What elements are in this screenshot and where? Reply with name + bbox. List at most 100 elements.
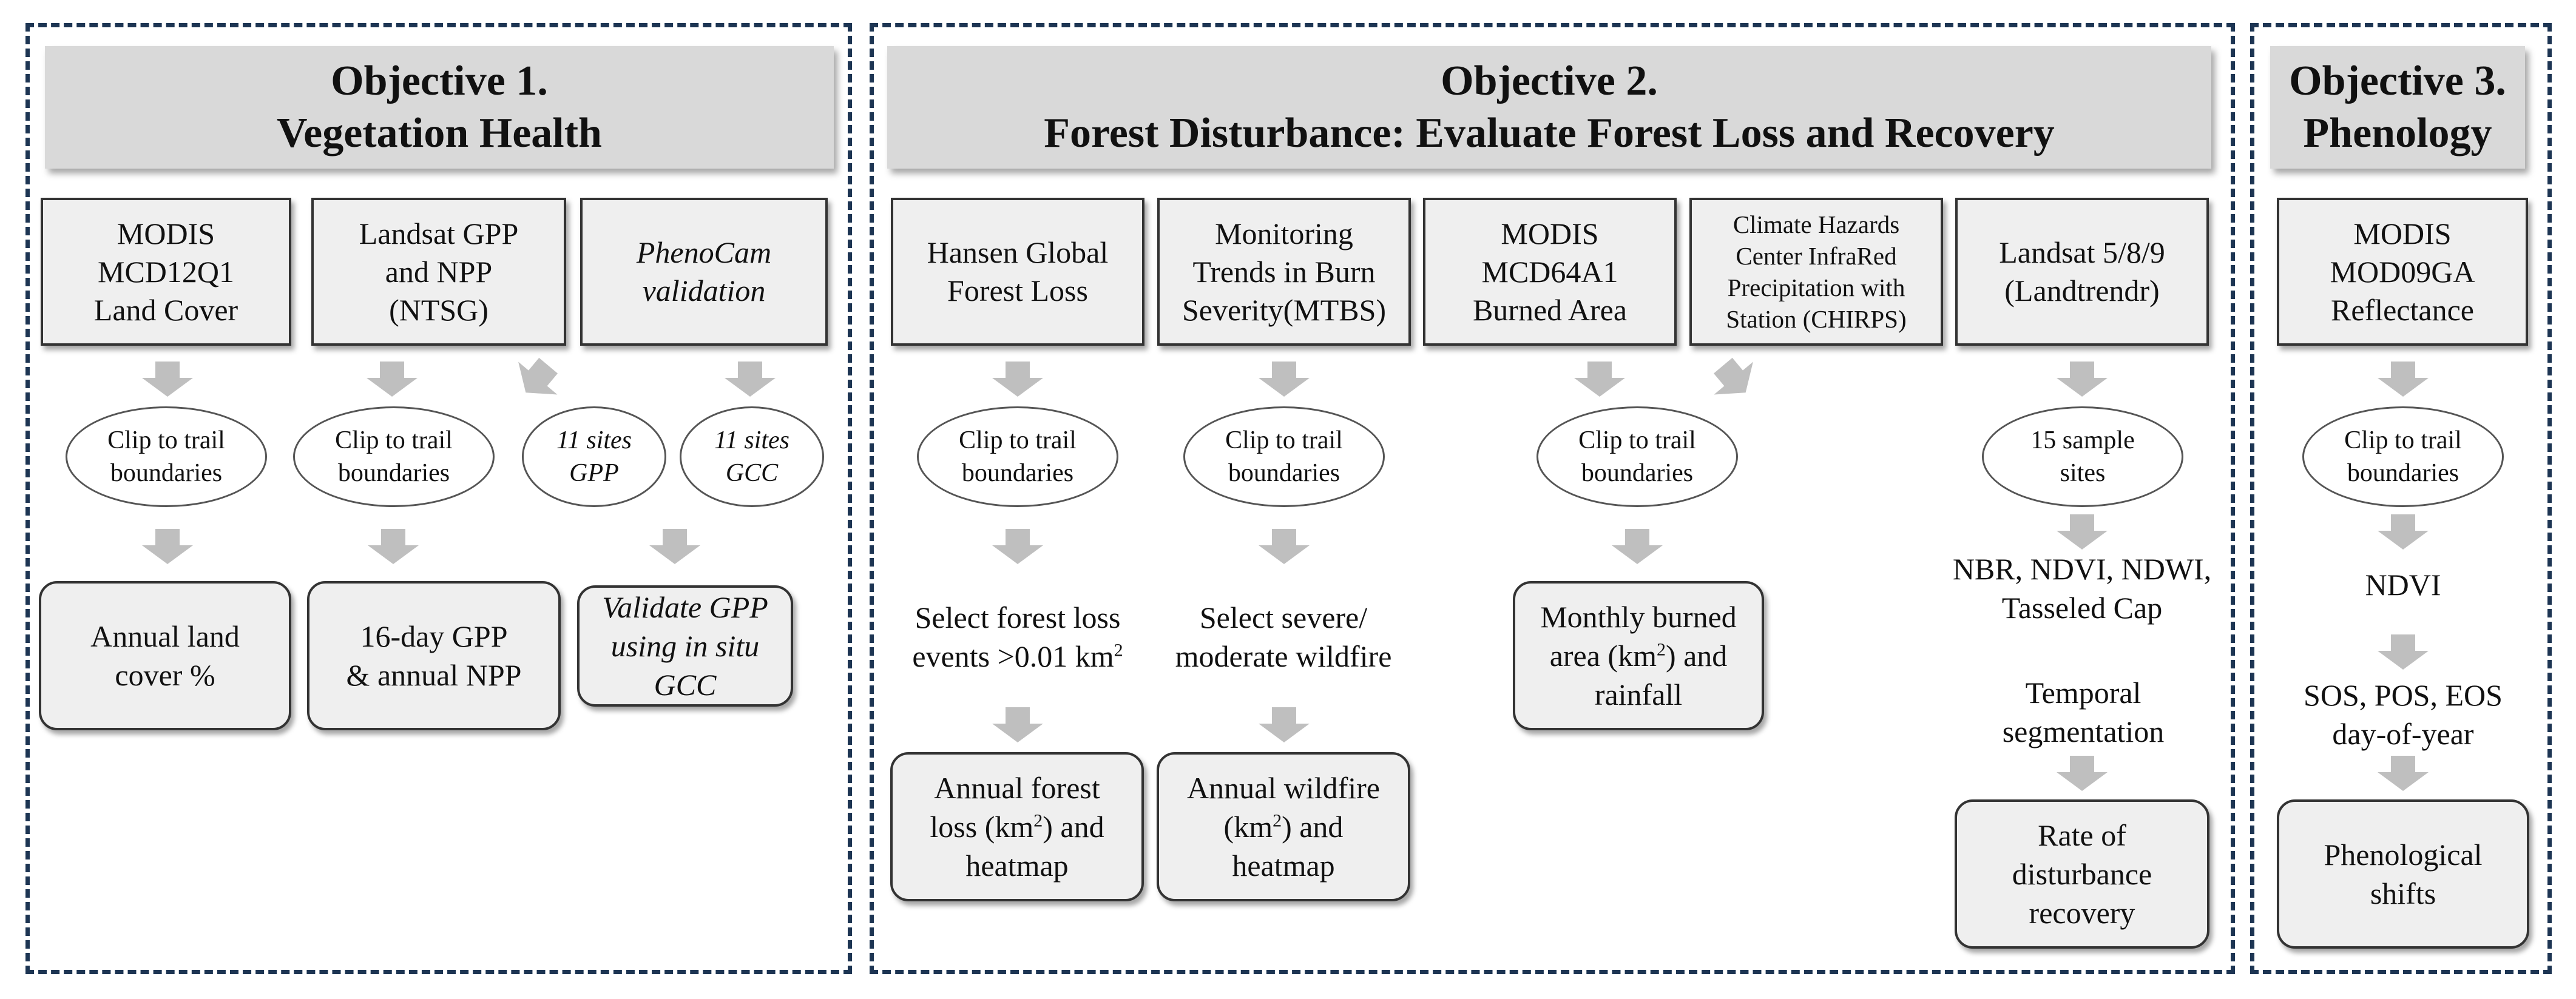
out-o1-3-line3: GCC bbox=[654, 668, 717, 702]
objective1-panel bbox=[25, 23, 852, 974]
objective1-header: Objective 1. Vegetation Health bbox=[45, 46, 834, 169]
mtbs-line1: Monitoring bbox=[1215, 216, 1353, 251]
out-o1-2-line1: 16-day GPP bbox=[360, 619, 508, 653]
clip-o3-line2: boundaries bbox=[2347, 459, 2459, 487]
arrow-o1-7 bbox=[649, 529, 700, 564]
modis-mcd12q1-box: MODIS MCD12Q1 Land Cover bbox=[41, 198, 291, 346]
select-fire-line2: moderate wildfire bbox=[1175, 639, 1392, 673]
mod09ga-line1: MODIS bbox=[2353, 216, 2452, 251]
select-wildfire-text: Select severe/ moderate wildfire bbox=[1152, 594, 1415, 679]
objective2-header: Objective 2. Forest Disturbance: Evaluat… bbox=[887, 46, 2211, 169]
arrow-o3-1 bbox=[2378, 362, 2429, 397]
clip-o2-2-line2: boundaries bbox=[1228, 459, 1340, 487]
mtbs-line2: Trends in Burn bbox=[1192, 254, 1376, 289]
annual-land-cover-box: Annual land cover % bbox=[39, 581, 291, 730]
gpp-npp-box: 16-day GPP & annual NPP bbox=[307, 581, 561, 730]
out-burn-line2a: area (km bbox=[1549, 639, 1657, 673]
objective3-title: Phenology bbox=[2303, 110, 2492, 156]
arrow-o2-2 bbox=[1259, 362, 1310, 397]
clip-oval-o3: Clip to trail boundaries bbox=[2302, 406, 2504, 507]
out-burn-line3: rainfall bbox=[1594, 678, 1683, 711]
select-loss-sup: 2 bbox=[1114, 640, 1123, 661]
out-fire-line2: (km2) and bbox=[1224, 807, 1344, 846]
validate-gpp-box: Validate GPP using in situ GCC bbox=[577, 585, 793, 707]
chirps-line2: Center InfraRed bbox=[1736, 242, 1897, 270]
clip-o2-2-line1: Clip to trail bbox=[1225, 426, 1343, 454]
clip-oval-o1-1: Clip to trail boundaries bbox=[66, 406, 267, 507]
out-fire-line2a: (km bbox=[1223, 810, 1273, 844]
temporal-line2: segmentation bbox=[2002, 715, 2165, 748]
sample-sites-oval: 15 sample sites bbox=[1982, 406, 2183, 507]
clip-o2-3-line1: Clip to trail bbox=[1578, 426, 1696, 454]
annual-wildfire-box: Annual wildfire (km2) and heatmap bbox=[1157, 752, 1410, 901]
out-loss-line1: Annual forest bbox=[934, 771, 1100, 805]
mod09ga-box: MODIS MOD09GA Reflectance bbox=[2277, 198, 2528, 346]
out-fire-line2b: ) and bbox=[1282, 810, 1344, 844]
out-o1-2-line2: & annual NPP bbox=[346, 658, 522, 692]
out-loss-line3: heatmap bbox=[965, 849, 1069, 883]
chirps-line3: Precipitation with bbox=[1727, 274, 1905, 301]
modis-mcd12q1-line3: Land Cover bbox=[93, 292, 238, 327]
arrow-o2-5 bbox=[2057, 362, 2108, 397]
arrow-o3-2 bbox=[2378, 514, 2429, 550]
mcd64a1-line3: Burned Area bbox=[1472, 292, 1628, 327]
phenometrics-text: SOS, POS, EOS day-of-year bbox=[2270, 672, 2537, 757]
out-o3-line2: shifts bbox=[2370, 876, 2436, 910]
arrow-o2-3 bbox=[1574, 362, 1625, 397]
out-loss-sup: 2 bbox=[1033, 810, 1043, 831]
clip-oval-o1-2: Clip to trail boundaries bbox=[293, 406, 495, 507]
landsat-gpp-line2: and NPP bbox=[385, 254, 493, 289]
chirps-line1: Climate Hazards bbox=[1733, 210, 1900, 238]
out-fire-line1: Annual wildfire bbox=[1187, 771, 1380, 805]
gpp-sites-line1: 11 sites bbox=[556, 426, 632, 454]
objective3-panel bbox=[2250, 23, 2552, 974]
clip-oval-o2-1: Clip to trail boundaries bbox=[917, 406, 1118, 507]
clip-oval-o2-3: Clip to trail boundaries bbox=[1536, 406, 1738, 507]
gcc-sites-line1: 11 sites bbox=[714, 426, 790, 454]
phenological-shifts-box: Phenological shifts bbox=[2277, 799, 2529, 949]
landtrendr-box: Landsat 5/8/9 (Landtrendr) bbox=[1955, 198, 2209, 346]
mod09ga-line2: MOD09GA bbox=[2330, 254, 2475, 289]
sample-sites-line1: 15 sample bbox=[2030, 426, 2135, 454]
arrow-o1-1 bbox=[142, 362, 193, 397]
landsat-gpp-line1: Landsat GPP bbox=[359, 216, 519, 251]
out-loss-line2: loss (km2) and bbox=[930, 807, 1104, 846]
indices-text: NBR, NDVI, NDWI, Tasseled Cap bbox=[1939, 546, 2225, 631]
out-rate-line3: recovery bbox=[2029, 896, 2135, 930]
landsat-gpp-box: Landsat GPP and NPP (NTSG) bbox=[311, 198, 566, 346]
clip-o1-1-line1: Clip to trail bbox=[107, 426, 225, 454]
hansen-box: Hansen Global Forest Loss bbox=[891, 198, 1144, 346]
metrics-line1: SOS, POS, EOS bbox=[2304, 678, 2503, 712]
select-loss-line2a: events >0.01 km bbox=[912, 639, 1114, 673]
mod09ga-line3: Reflectance bbox=[2331, 292, 2474, 327]
chirps-box: Climate Hazards Center InfraRed Precipit… bbox=[1689, 198, 1943, 346]
out-rate-line2: disturbance bbox=[2012, 857, 2152, 891]
sample-sites-line2: sites bbox=[2060, 459, 2106, 487]
gpp-sites-line2: GPP bbox=[569, 459, 619, 487]
select-forest-loss-text: Select forest loss events >0.01 km2 bbox=[886, 594, 1149, 679]
out-o3-line1: Phenological bbox=[2324, 838, 2483, 872]
mtbs-line3: Severity(MTBS) bbox=[1182, 292, 1387, 327]
arrow-o1-5 bbox=[142, 529, 193, 564]
objective3-header: Objective 3. Phenology bbox=[2270, 46, 2525, 169]
select-fire-line1: Select severe/ bbox=[1199, 600, 1368, 634]
modis-mcd12q1-line2: MCD12Q1 bbox=[97, 254, 235, 289]
landsat-gpp-line3: (NTSG) bbox=[389, 292, 488, 327]
metrics-line2: day-of-year bbox=[2332, 717, 2474, 751]
objective3-number: Objective 3. bbox=[2289, 58, 2506, 104]
ndvi-text: NDVI bbox=[2282, 562, 2524, 608]
annual-forest-loss-box: Annual forest loss (km2) and heatmap bbox=[890, 752, 1144, 901]
select-loss-line1: Select forest loss bbox=[914, 600, 1121, 634]
out-o1-1-line2: cover % bbox=[115, 658, 215, 692]
mcd64a1-line2: MCD64A1 bbox=[1481, 254, 1618, 289]
phenocam-line2: validation bbox=[642, 274, 766, 308]
arrow-o2-11 bbox=[1259, 707, 1310, 742]
arrow-o2-7 bbox=[1259, 529, 1310, 564]
objective1-number: Objective 1. bbox=[331, 58, 548, 104]
clip-o3-line1: Clip to trail bbox=[2344, 426, 2462, 454]
clip-o2-1-line2: boundaries bbox=[961, 459, 1074, 487]
gcc-sites-oval: 11 sites GCC bbox=[680, 406, 824, 507]
arrow-o2-12 bbox=[2057, 756, 2108, 791]
out-burn-line2b: ) and bbox=[1665, 639, 1728, 673]
out-burn-sup: 2 bbox=[1656, 639, 1666, 660]
